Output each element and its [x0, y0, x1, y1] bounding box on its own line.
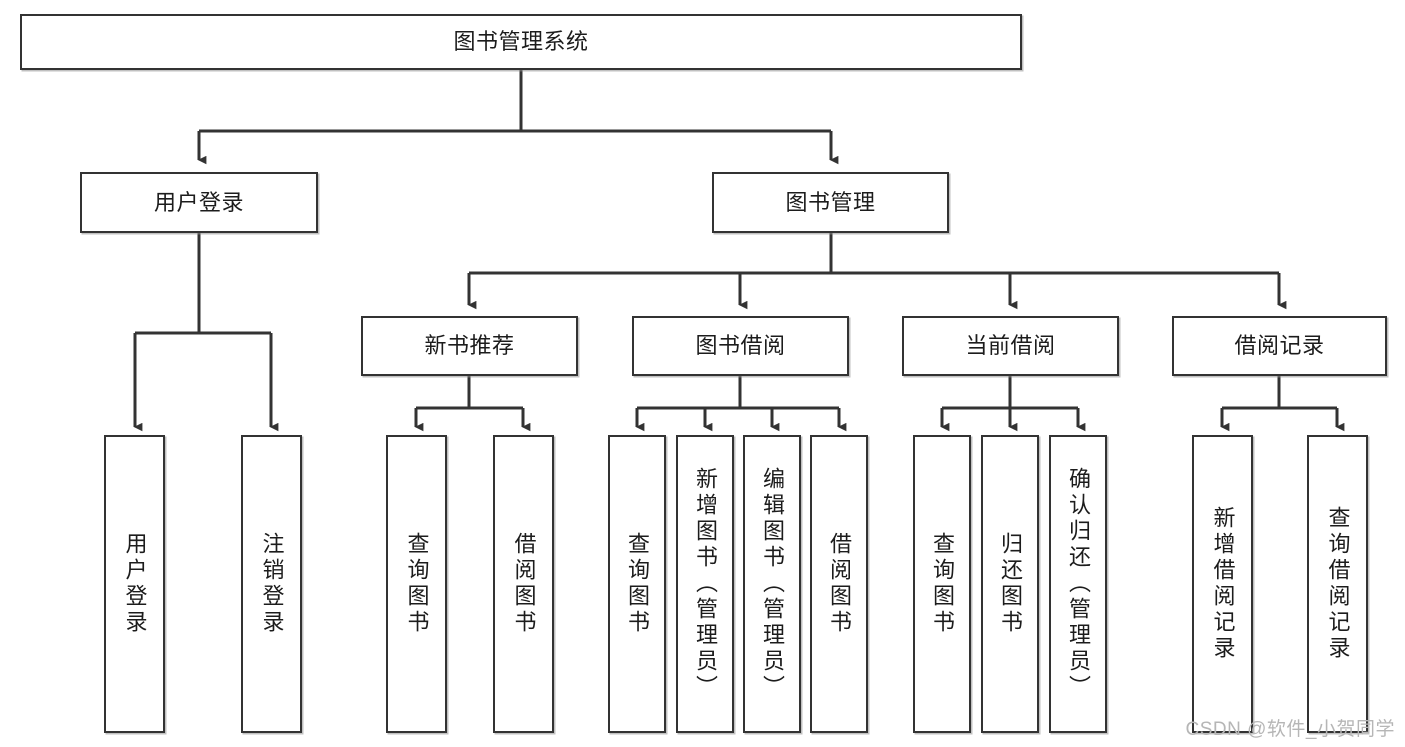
leaf-add-book[interactable]: 新增图书（管理员）	[676, 435, 734, 733]
node-new-book-recommend[interactable]: 新书推荐	[361, 316, 578, 376]
node-root[interactable]: 图书管理系统	[20, 14, 1022, 70]
leaf-edit-book[interactable]: 编辑图书（管理员）	[743, 435, 801, 733]
leaf-add-record[interactable]: 新增借阅记录	[1192, 435, 1253, 733]
leaf-edit-book-label: 编辑图书（管理员）	[760, 467, 785, 701]
node-borrow-record-label: 借阅记录	[1234, 333, 1325, 359]
node-user-login-label: 用户登录	[153, 189, 244, 215]
leaf-add-record-label: 新增借阅记录	[1210, 506, 1236, 662]
leaf-query-book-1-label: 查询图书	[404, 532, 430, 636]
leaf-return-book[interactable]: 归还图书	[981, 435, 1039, 733]
leaf-query-record-label: 查询借阅记录	[1325, 506, 1351, 662]
leaf-borrow-book-1-label: 借阅图书	[511, 532, 537, 636]
leaf-query-book-1[interactable]: 查询图书	[386, 435, 447, 733]
leaf-borrow-book-1[interactable]: 借阅图书	[493, 435, 554, 733]
leaf-user-login[interactable]: 用户登录	[104, 435, 165, 733]
node-book-management-label: 图书管理	[785, 189, 876, 215]
leaf-query-record[interactable]: 查询借阅记录	[1307, 435, 1368, 733]
leaf-return-book-label: 归还图书	[998, 532, 1023, 636]
node-borrow-record[interactable]: 借阅记录	[1172, 316, 1387, 376]
leaf-confirm-return[interactable]: 确认归还（管理员）	[1049, 435, 1107, 733]
leaf-user-logout[interactable]: 注销登录	[241, 435, 302, 733]
leaf-borrow-book-2-label: 借阅图书	[827, 532, 852, 636]
node-current-borrow[interactable]: 当前借阅	[902, 316, 1119, 376]
leaf-borrow-book-2[interactable]: 借阅图书	[810, 435, 868, 733]
node-book-borrow[interactable]: 图书借阅	[632, 316, 849, 376]
leaf-query-book-3[interactable]: 查询图书	[913, 435, 971, 733]
watermark-text: CSDN @软件_小贺同学	[1185, 719, 1395, 740]
leaf-add-book-label: 新增图书（管理员）	[693, 467, 718, 701]
leaf-query-book-3-label: 查询图书	[930, 532, 955, 636]
leaf-confirm-return-label: 确认归还（管理员）	[1066, 467, 1091, 701]
node-root-label: 图书管理系统	[453, 29, 589, 55]
leaf-query-book-2-label: 查询图书	[625, 532, 650, 636]
node-book-borrow-label: 图书借阅	[695, 333, 786, 359]
leaf-user-logout-label: 注销登录	[259, 532, 285, 636]
node-user-login[interactable]: 用户登录	[80, 172, 318, 233]
node-book-management[interactable]: 图书管理	[712, 172, 949, 233]
node-new-book-recommend-label: 新书推荐	[424, 333, 515, 359]
node-current-borrow-label: 当前借阅	[965, 333, 1056, 359]
leaf-query-book-2[interactable]: 查询图书	[608, 435, 666, 733]
leaf-user-login-label: 用户登录	[122, 532, 148, 636]
